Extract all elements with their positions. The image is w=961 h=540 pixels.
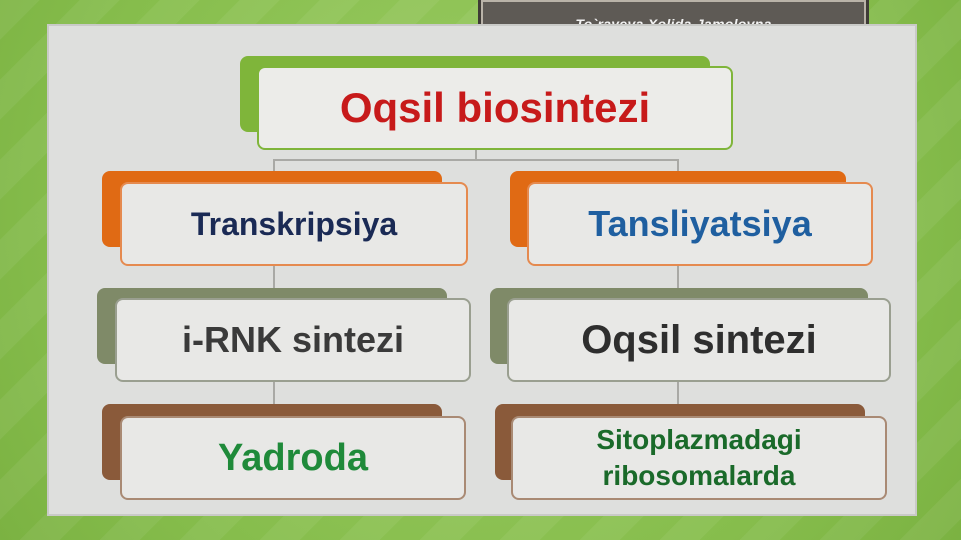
right-step1-node: Oqsil sintezi (507, 298, 891, 382)
connector-left-1 (273, 264, 275, 300)
right-step2-node: Sitoplazmadagi ribosomalarda (511, 416, 887, 500)
branch-left-label: Transkripsiya (190, 205, 398, 242)
root-node: Oqsil biosintezi (257, 66, 733, 150)
left-step1-node: i-RNK sintezi (115, 298, 471, 382)
left-step1-label: i-RNK sintezi (181, 319, 404, 360)
connector-right-1 (677, 264, 679, 300)
branch-right-node: Tansliyatsiya (527, 182, 873, 266)
left-step2-node: Yadroda (120, 416, 466, 500)
right-step1-label: Oqsil sintezi (581, 317, 817, 362)
connector-horizontal (273, 159, 679, 161)
branch-right-label: Tansliyatsiya (588, 203, 812, 244)
connector-right-2 (677, 380, 679, 418)
right-step2-label: Sitoplazmadagi ribosomalarda (596, 424, 802, 491)
connector-root-down (475, 148, 477, 160)
diagram-panel: Oqsil biosintezi Transkripsiya Tansliyat… (47, 24, 917, 516)
root-label: Oqsil biosintezi (339, 84, 651, 131)
branch-left-node: Transkripsiya (120, 182, 468, 266)
left-step2-label: Yadroda (218, 436, 368, 479)
connector-left-2 (273, 380, 275, 418)
